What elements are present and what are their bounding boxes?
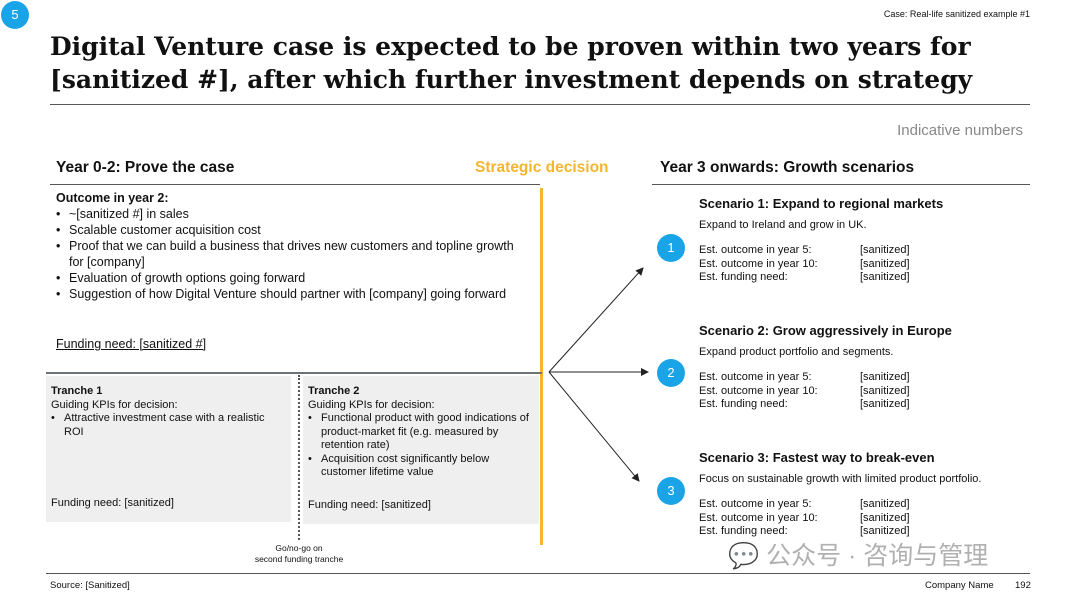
tranche-title: Tranche 2 <box>308 385 360 397</box>
tranche-1: Tranche 1 Guiding KPIs for decision: Att… <box>46 376 291 522</box>
gonogo-divider <box>298 375 300 540</box>
tranche-title: Tranche 1 <box>51 385 103 397</box>
watermark: 💬 公众号 · 咨询与管理 <box>728 543 988 570</box>
scenario-title: Scenario 3: Fastest way to break-even <box>699 450 935 465</box>
outcome-bullet: ~[sanitized #] in sales <box>56 206 516 222</box>
right-header-rule <box>652 184 1030 185</box>
outcome-bullet: Evaluation of growth options going forwa… <box>56 270 516 286</box>
outcome-bullet: Proof that we can build a business that … <box>56 238 516 270</box>
right-header: Year 3 onwards: Growth scenarios <box>660 159 915 176</box>
scenario-row: Est. outcome in year 10:[sanitized] <box>699 257 910 270</box>
arrow-3 <box>548 371 640 482</box>
scenario-2: Scenario 2: Grow aggressively in Europe … <box>699 323 1029 412</box>
arrow-1 <box>548 267 644 373</box>
scenario-desc: Expand product portfolio and segments. <box>699 346 894 358</box>
footer-rule <box>46 573 1030 574</box>
kpi-bullet: Acquisition cost significantly below cus… <box>308 453 534 480</box>
left-header: Year 0-2: Prove the case <box>56 159 235 176</box>
page-badge: 5 <box>1 1 29 29</box>
indicative-label: Indicative numbers <box>897 122 1023 139</box>
case-label: Case: Real-life sanitized example #1 <box>883 9 1030 19</box>
tranche-2: Tranche 2 Guiding KPIs for decision: Fun… <box>303 376 539 524</box>
scenario-row: Est. outcome in year 5:[sanitized] <box>699 498 910 510</box>
title-line: Digital Venture case is expected to be p… <box>50 32 971 61</box>
wechat-icon: 💬 <box>728 542 760 570</box>
outcome-funding: Funding need: [sanitized #] <box>56 337 207 351</box>
tranche-funding: Funding need: [sanitized] <box>308 498 431 511</box>
page-title: Digital Venture case is expected to be p… <box>50 30 972 96</box>
scenario-row: Est. outcome in year 10:[sanitized] <box>699 384 910 397</box>
scenario-title: Scenario 2: Grow aggressively in Europe <box>699 323 952 338</box>
page-number: 192 <box>1015 580 1031 591</box>
kpi-bullet: Attractive investment case with a realis… <box>51 412 286 439</box>
scenario-desc: Expand to Ireland and grow in UK. <box>699 219 867 231</box>
scenario-row: Est. outcome in year 5:[sanitized] <box>699 244 910 256</box>
kpi-label: Guiding KPIs for decision: <box>51 398 178 411</box>
gonogo-line: Go/no-go on <box>275 543 323 553</box>
kpi-bullet: Functional product with good indications… <box>308 412 534 453</box>
scenario-1: Scenario 1: Expand to regional markets E… <box>699 196 1029 285</box>
scenario-row: Est. funding need:[sanitized] <box>699 271 910 283</box>
left-header-rule <box>50 184 540 185</box>
scenario-number: 3 <box>657 477 685 505</box>
scenario-row: Est. outcome in year 10:[sanitized] <box>699 511 910 524</box>
outcome-title: Outcome in year 2: <box>56 191 169 205</box>
company-name: Company Name <box>925 580 994 591</box>
scenario-number: 2 <box>657 359 685 387</box>
watermark-text: 公众号 · 咨询与管理 <box>766 542 989 570</box>
scenario-3: Scenario 3: Fastest way to break-even Fo… <box>699 450 1029 539</box>
outcome-bullet: Scalable customer acquisition cost <box>56 222 516 238</box>
scenario-row: Est. outcome in year 5:[sanitized] <box>699 371 910 383</box>
gonogo-line: second funding tranche <box>254 554 344 564</box>
scenario-desc: Focus on sustainable growth with limited… <box>699 473 982 485</box>
scenario-title: Scenario 1: Expand to regional markets <box>699 196 944 211</box>
scenario-number: 1 <box>657 234 685 262</box>
tranche-funding: Funding need: [sanitized] <box>51 496 174 509</box>
decision-line <box>540 188 543 545</box>
outcome-bullet: Suggestion of how Digital Venture should… <box>56 286 516 302</box>
title-divider <box>50 104 1030 105</box>
scenario-row: Est. funding need:[sanitized] <box>699 398 910 410</box>
scenario-row: Est. funding need:[sanitized] <box>699 525 910 537</box>
source-note: Source: [Sanitized] <box>50 580 130 591</box>
title-line: [sanitized #], after which further inves… <box>50 65 973 94</box>
kpi-label: Guiding KPIs for decision: <box>308 398 435 411</box>
tranche-rule <box>46 372 542 374</box>
outcome-block: Outcome in year 2: ~[sanitized #] in sal… <box>56 190 516 302</box>
strategic-decision-label: Strategic decision <box>475 159 609 176</box>
